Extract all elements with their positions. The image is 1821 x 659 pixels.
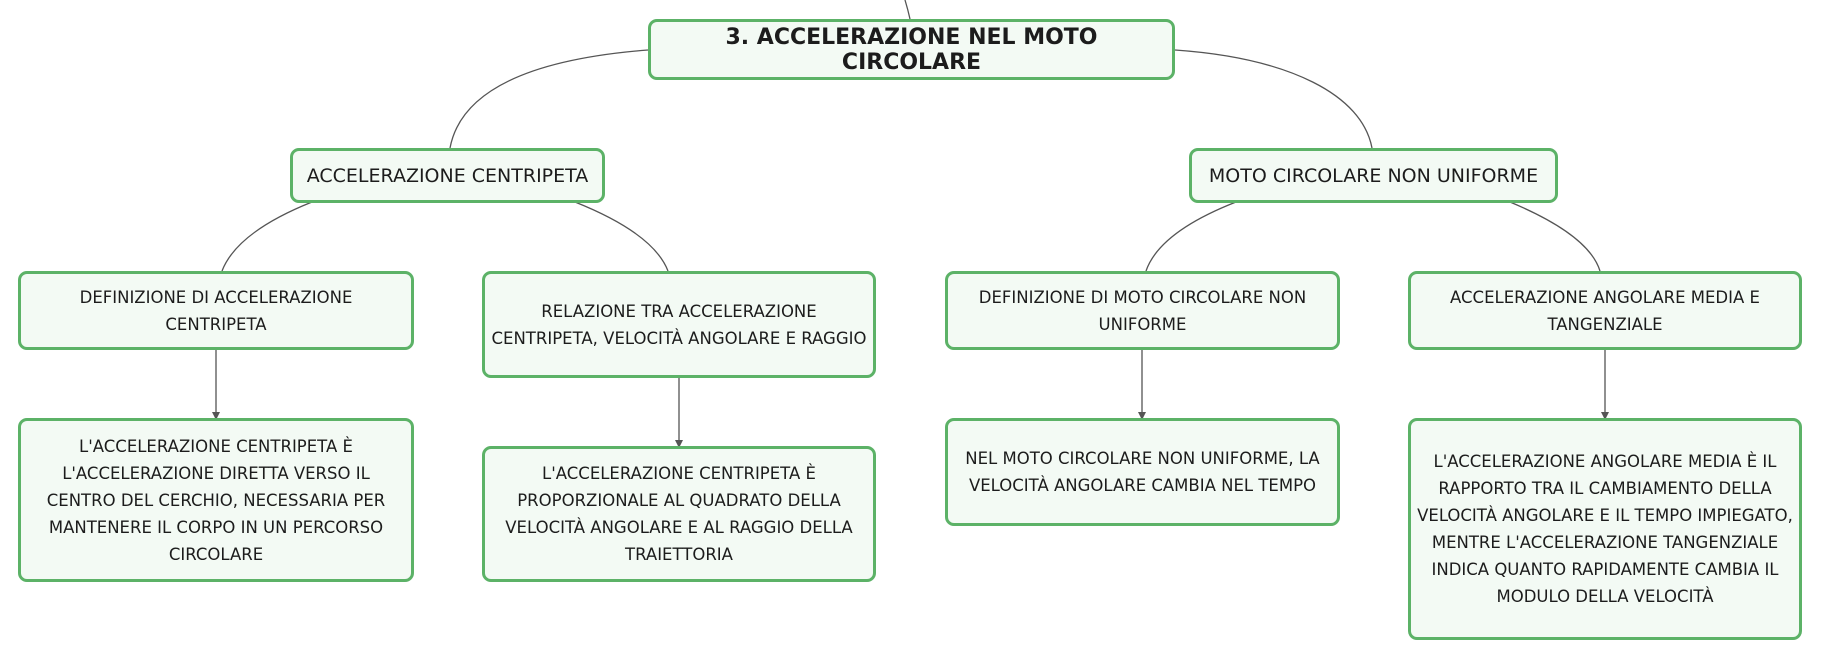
- node-definizione-accelerazione-centripeta[interactable]: DEFINIZIONE DI ACCELERAZIONE CENTRIPETA: [18, 271, 414, 350]
- node-label: MOTO CIRCOLARE NON UNIFORME: [1208, 164, 1539, 187]
- connector-root-to-centripeta: [449, 49, 649, 149]
- connector-root-to-non-uniforme: [1174, 49, 1373, 149]
- detail-text: L'ACCELERAZIONE ANGOLARE MEDIA È IL RAPP…: [1417, 452, 1793, 606]
- connector-nonuniforme-to-accelerazione: [1509, 201, 1601, 272]
- node-accelerazione-angolare-media-tangenziale[interactable]: ACCELERAZIONE ANGOLARE MEDIA E TANGENZIA…: [1408, 271, 1802, 350]
- detail-text: L'ACCELERAZIONE CENTRIPETA È PROPORZIONA…: [505, 464, 853, 564]
- detail-text: L'ACCELERAZIONE CENTRIPETA È L'ACCELERAZ…: [46, 436, 386, 564]
- node-moto-circolare-non-uniforme[interactable]: MOTO CIRCOLARE NON UNIFORME: [1189, 148, 1558, 203]
- detail-node-relazione[interactable]: L'ACCELERAZIONE CENTRIPETA È PROPORZIONA…: [482, 446, 876, 582]
- node-label: DEFINIZIONE DI MOTO CIRCOLARE NON UNIFOR…: [978, 287, 1307, 334]
- node-relazione-accelerazione-velocita-raggio[interactable]: RELAZIONE TRA ACCELERAZIONE CENTRIPETA, …: [482, 271, 876, 378]
- node-definizione-moto-non-uniforme[interactable]: DEFINIZIONE DI MOTO CIRCOLARE NON UNIFOR…: [945, 271, 1340, 350]
- incoming-connector: [904, 0, 911, 20]
- node-label: DEFINIZIONE DI ACCELERAZIONE CENTRIPETA: [79, 287, 353, 334]
- detail-node-accelerazione-angolare[interactable]: L'ACCELERAZIONE ANGOLARE MEDIA È IL RAPP…: [1408, 418, 1802, 640]
- detail-text: NEL MOTO CIRCOLARE NON UNIFORME, LA VELO…: [965, 449, 1320, 495]
- node-accelerazione-centripeta[interactable]: ACCELERAZIONE CENTRIPETA: [290, 148, 605, 203]
- connector-centripeta-to-definizione: [221, 201, 313, 272]
- detail-node-definizione-centripeta[interactable]: L'ACCELERAZIONE CENTRIPETA È L'ACCELERAZ…: [18, 418, 414, 582]
- root-node[interactable]: 3. ACCELERAZIONE NEL MOTO CIRCOLARE: [648, 19, 1175, 80]
- node-label: ACCELERAZIONE ANGOLARE MEDIA E TANGENZIA…: [1450, 287, 1760, 334]
- node-label: ACCELERAZIONE CENTRIPETA: [306, 164, 589, 187]
- root-node-label: 3. ACCELERAZIONE NEL MOTO CIRCOLARE: [725, 24, 1098, 75]
- connector-centripeta-to-relazione: [574, 201, 669, 272]
- connector-nonuniforme-to-definizione: [1145, 201, 1237, 272]
- detail-node-non-uniforme[interactable]: NEL MOTO CIRCOLARE NON UNIFORME, LA VELO…: [945, 418, 1340, 526]
- node-label: RELAZIONE TRA ACCELERAZIONE CENTRIPETA, …: [491, 301, 867, 348]
